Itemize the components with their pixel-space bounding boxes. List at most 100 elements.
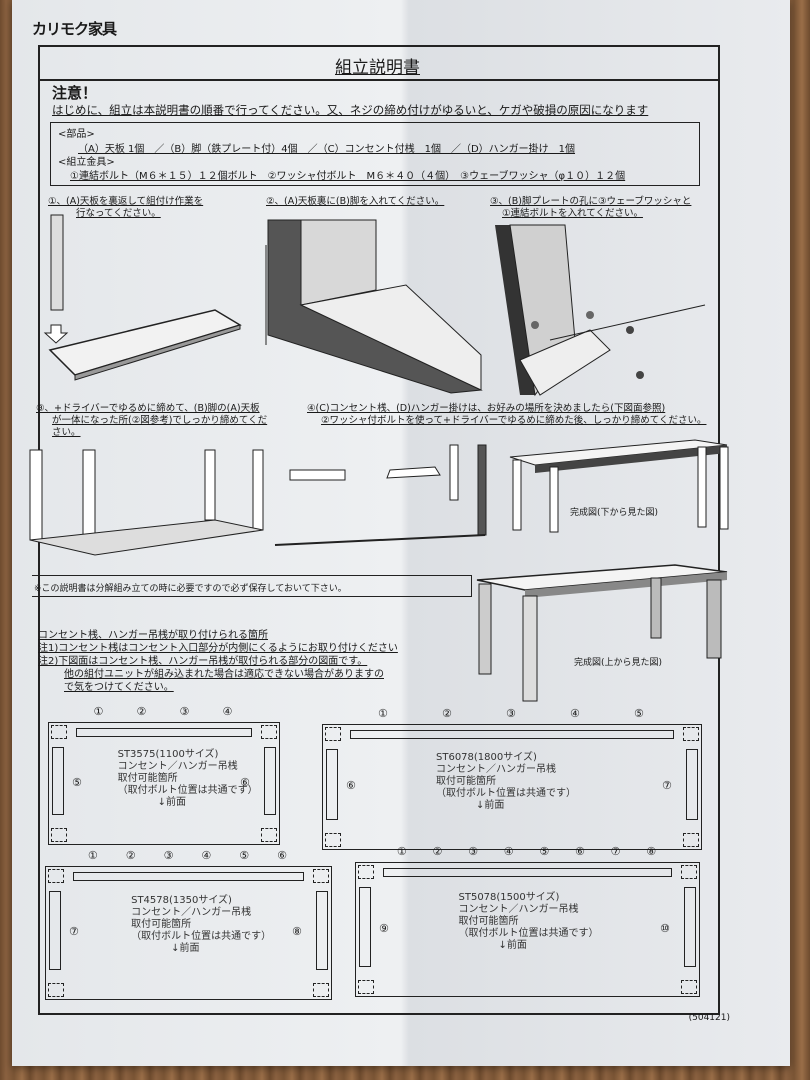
plan-front: ↓前面 (498, 939, 527, 951)
step-4-line2: が一体になった所(②図参考)でしっかり締めてくだ (52, 415, 268, 426)
position-label-left: ⑦ (69, 925, 79, 938)
position-label: ④ (503, 845, 514, 858)
hardware-heading: <組立金具> (58, 157, 115, 168)
position-label-right: ⑥ (240, 775, 250, 789)
step-4-illustration (29, 449, 264, 556)
caution-text: はじめに、組立は本説明書の順番で行ってください。又、ネジの締め付けがゆるいと、ケ… (52, 103, 649, 117)
leg-plate-outline (683, 727, 699, 741)
leg-plate-outline (325, 727, 341, 741)
parts-list-box (50, 122, 700, 186)
title-bar (38, 45, 720, 81)
step-5-line1: ④(C)コンセント桟、(D)ハンガー掛けは、お好みの場所を決めましたら(下図面参… (307, 403, 666, 414)
side-rail-left (326, 749, 338, 820)
step-1-caption: ①、(A)天板を裏返して組付け作業を 行なってください。 (48, 196, 203, 220)
position-label-right: ⑦ (662, 779, 672, 792)
plan-line2: 取付可能箇所 (131, 919, 192, 931)
plan-description: ST4578(1350サイズ)コンセント／ハンガー吊桟取付可能箇所（取付ボルト位… (131, 895, 271, 955)
leg-plate-outline (261, 725, 277, 739)
position-label: ⑧ (646, 845, 657, 858)
position-label: ⑦ (610, 845, 621, 858)
plan-line1: コンセント／ハンガー吊桟 (436, 763, 556, 775)
brand-logo: カリモク家具 (32, 20, 117, 38)
step-4-caption: ③、+ドライバーでゆるめに締めて、(B)脚の(A)天板 が一体になった所(②図参… (36, 403, 267, 439)
leg-plate-outline (313, 869, 329, 883)
parts-heading: <部品> (58, 129, 95, 140)
step-5-illustration (274, 444, 487, 546)
leg-plate-outline (51, 725, 67, 739)
plan-model: ST6078(1800サイズ) (436, 751, 537, 763)
plan-line2: 取付可能箇所 (436, 775, 496, 787)
rail-outline (383, 868, 672, 877)
side-rail-right (264, 747, 276, 815)
plan-description: ST6078(1800サイズ)コンセント／ハンガー吊桟取付可能箇所（取付ボルト位… (436, 752, 576, 812)
plan-line2: 取付可能箇所 (458, 915, 519, 927)
position-label-left: ⑤ (72, 775, 82, 789)
position-label: ③ (468, 845, 478, 858)
leg-plate-outline (313, 983, 329, 997)
plan-2 (322, 724, 702, 850)
step-2-illustration (265, 219, 483, 394)
position-label: ② (442, 707, 452, 720)
rail-outline (76, 728, 252, 737)
plan-description: ST3575(1100サイズ)コンセント／ハンガー吊桟取付可能箇所（取付ボルト位… (118, 749, 258, 809)
top-view-label: 完成図(上から見た図) (574, 658, 663, 668)
document-code: (504121) (688, 1013, 730, 1023)
position-label: ⑥ (277, 849, 287, 862)
mounting-section: コンセント桟、ハンガー吊桟が取り付けられる箇所 注1)コンセント桟はコンセント入… (38, 629, 398, 694)
step-1-illustration (43, 214, 242, 381)
plan-model: ST5078(1500サイズ) (458, 891, 560, 903)
caution-heading: 注意！ (52, 84, 98, 102)
leg-plate-outline (683, 833, 699, 847)
mounting-note-2b: 他の組付ユニットが組み込まれた場合は適応できない場合がありますの (64, 669, 384, 680)
position-label: ⑥ (574, 845, 585, 858)
position-label: ② (136, 705, 147, 718)
position-label: ③ (163, 849, 174, 862)
plan-line2: 取付可能箇所 (117, 773, 178, 785)
position-label-right: ⑩ (660, 921, 670, 935)
position-label-left: ⑥ (346, 779, 356, 792)
position-label: ② (432, 845, 443, 858)
step-3-caption: ③、(B)脚プレートの孔に③ウェーブワッシャと ①連結ボルトを入れてください。 (490, 196, 691, 220)
top-view-illustration (476, 564, 728, 702)
bottom-view-label: 完成図(下から見た図) (570, 508, 659, 518)
mounting-note-1: 注1)コンセント桟はコンセント入口部分が内側にくるようにお取り付けください (38, 643, 398, 654)
plan-1 (48, 722, 280, 845)
side-rail-left (359, 887, 371, 967)
keep-note: ※この説明書は分解組み立ての時に必要ですので必ず保存しておいて下さい。 (34, 584, 347, 594)
keep-note-box (32, 575, 472, 597)
hardware-line: ①連結ボルト（M６＊１５）１２個ボルト ②ワッシャ付ボルト M６＊４０（４個） … (70, 171, 626, 182)
position-label: ① (93, 705, 104, 718)
step-4-line1: ③、+ドライバーでゆるめに締めて、(B)脚の(A)天板 (36, 403, 260, 414)
plan-line3: （取付ボルト位置は共通です） (117, 785, 258, 797)
leg-plate-outline (358, 980, 374, 994)
rail-outline (350, 730, 674, 739)
plan-model: ST4578(1350サイズ) (131, 895, 232, 907)
step-1-line2: 行なってください。 (76, 208, 161, 219)
bottom-view-illustration (509, 439, 729, 533)
position-label: ⑤ (239, 849, 250, 862)
step-4-line3: さい。 (52, 427, 81, 438)
side-rail-right (316, 891, 328, 970)
leg-plate-outline (358, 865, 374, 879)
position-label: ⑤ (634, 707, 644, 720)
leg-plate-outline (51, 828, 67, 842)
leg-plate-outline (261, 828, 277, 842)
step-1-line1: ①、(A)天板を裏返して組付け作業を (48, 196, 204, 207)
position-label: ③ (506, 707, 516, 720)
plan-description: ST5078(1500サイズ)コンセント／ハンガー吊桟取付可能箇所（取付ボルト位… (459, 892, 599, 952)
step-3-illustration (495, 224, 706, 397)
position-label: ④ (201, 849, 212, 862)
position-label: ④ (222, 705, 233, 718)
plan-front: ↓前面 (171, 943, 200, 955)
step-5-line2: ②ワッシャ付ボルトを使って+ドライバーでゆるめに締めた後、しっかり締めてください… (321, 415, 707, 426)
leg-plate-outline (48, 869, 64, 883)
position-label: ④ (570, 707, 580, 720)
leg-plate-outline (48, 983, 64, 997)
leg-plate-outline (681, 865, 697, 879)
position-label: ① (378, 707, 388, 720)
plan-line3: （取付ボルト位置は共通です） (458, 927, 599, 939)
step-3-line2: ①連結ボルトを入れてください。 (502, 208, 643, 219)
parts-line: （A）天板 1個 ／（B）脚（鉄プレート付）4個 ／（C）コンセント付桟 1個 … (78, 144, 576, 155)
mounting-heading: コンセント桟、ハンガー吊桟が取り付けられる箇所 (38, 630, 268, 641)
plan-line1: コンセント／ハンガー吊桟 (458, 903, 579, 915)
